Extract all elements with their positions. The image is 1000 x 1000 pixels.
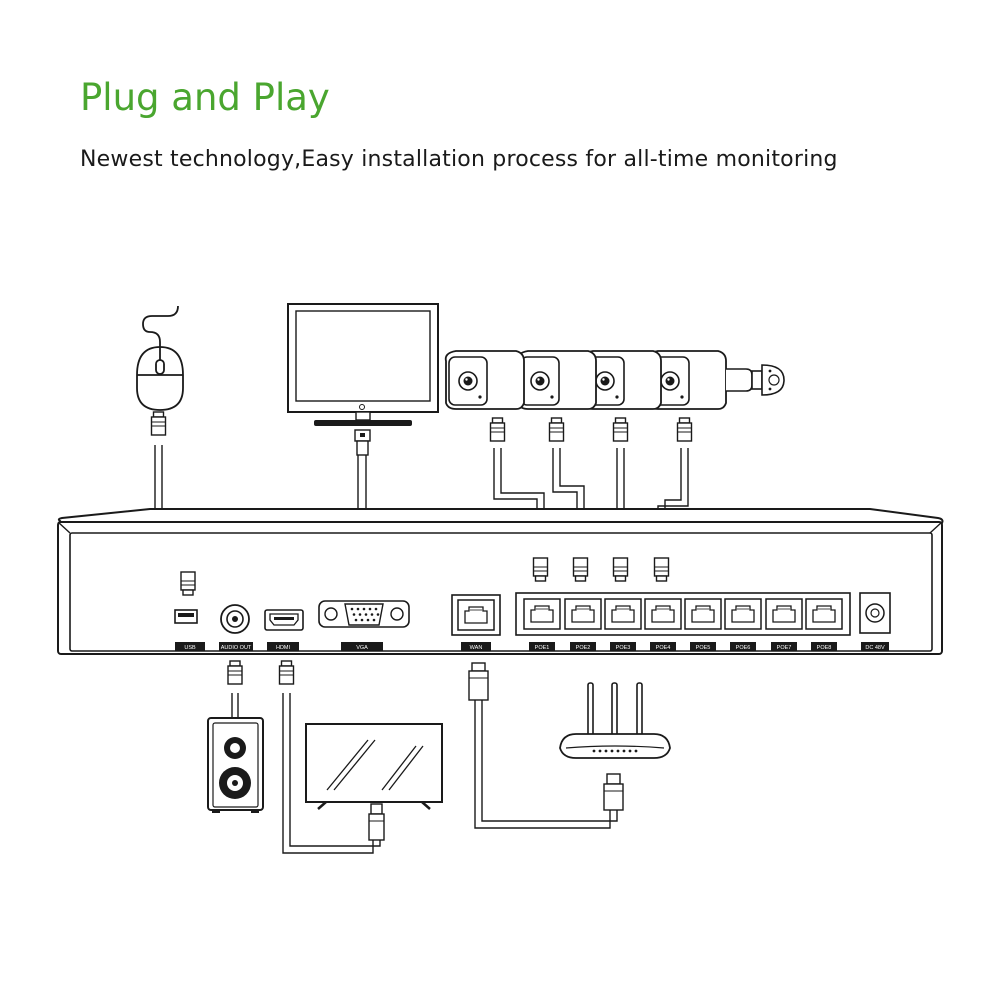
usb-label: USB: [184, 645, 196, 651]
camera-plug-icon: [676, 417, 693, 442]
tv-icon: [305, 723, 443, 810]
audio-plug-icon: [227, 660, 243, 685]
poe-port-icon: [644, 598, 682, 630]
poe-port-icon: [724, 598, 762, 630]
poe-port-icon: [805, 598, 843, 630]
vga-plug-top-icon: [354, 429, 371, 456]
poe-port-block: [515, 592, 851, 636]
poe6-label: POE6: [736, 645, 751, 651]
cameras: [444, 350, 785, 410]
poe-plug-icon: [572, 557, 589, 582]
poe1-label: POE1: [535, 645, 550, 651]
poe-port-icon: [604, 598, 642, 630]
audio-port-icon: [220, 604, 250, 634]
vga-port-icon: [318, 600, 410, 628]
poe3-label: POE3: [616, 645, 631, 651]
poe-port-icon: [523, 598, 561, 630]
port-labels: USB AUDIO OUT HDMI VGA WAN POE1 POE2 POE…: [175, 642, 889, 651]
usb-port-icon: [174, 609, 198, 624]
dc-label: DC 48V: [865, 645, 885, 651]
camera-plug-icon: [489, 417, 506, 442]
usb-plug-icon: [150, 411, 167, 436]
mouse-icon: [136, 305, 184, 411]
poe-plug-icon: [653, 557, 670, 582]
poe4-label: POE4: [656, 645, 671, 651]
usb-plug-icon: [180, 571, 196, 596]
poe7-label: POE7: [777, 645, 792, 651]
dc-port-icon: [859, 592, 891, 634]
vga-label: VGA: [356, 645, 368, 651]
page-subtitle: Newest technology,Easy installation proc…: [80, 147, 838, 172]
hdmi-port-icon: [264, 609, 304, 631]
camera-icon: [646, 350, 785, 410]
camera-icon: [444, 350, 525, 410]
wan-label: WAN: [470, 645, 483, 651]
camera-icon: [516, 350, 597, 410]
monitor-icon: [287, 303, 439, 426]
router-icon: [559, 682, 671, 759]
poe8-label: POE8: [817, 645, 832, 651]
poe-port-icon: [684, 598, 722, 630]
poe-port-icon: [564, 598, 602, 630]
speaker-icon: [207, 717, 264, 813]
audio-out-label: AUDIO OUT: [221, 645, 252, 651]
wan-plug-icon: [468, 662, 489, 701]
camera-plug-icon: [612, 417, 629, 442]
hdmi-tv-plug-icon: [368, 803, 385, 841]
poe-plug-icon: [612, 557, 629, 582]
page-title: Plug and Play: [80, 76, 330, 119]
wan-cable: [474, 700, 611, 829]
hdmi-label: HDMI: [276, 645, 291, 651]
hdmi-plug-icon: [278, 660, 295, 685]
poe5-label: POE5: [696, 645, 711, 651]
router-plug-icon: [603, 773, 624, 811]
camera-plug-icon: [548, 417, 565, 442]
poe-plug-icon: [532, 557, 549, 582]
poe-port-icon: [765, 598, 803, 630]
wan-port-icon: [451, 594, 501, 636]
poe2-label: POE2: [576, 645, 591, 651]
